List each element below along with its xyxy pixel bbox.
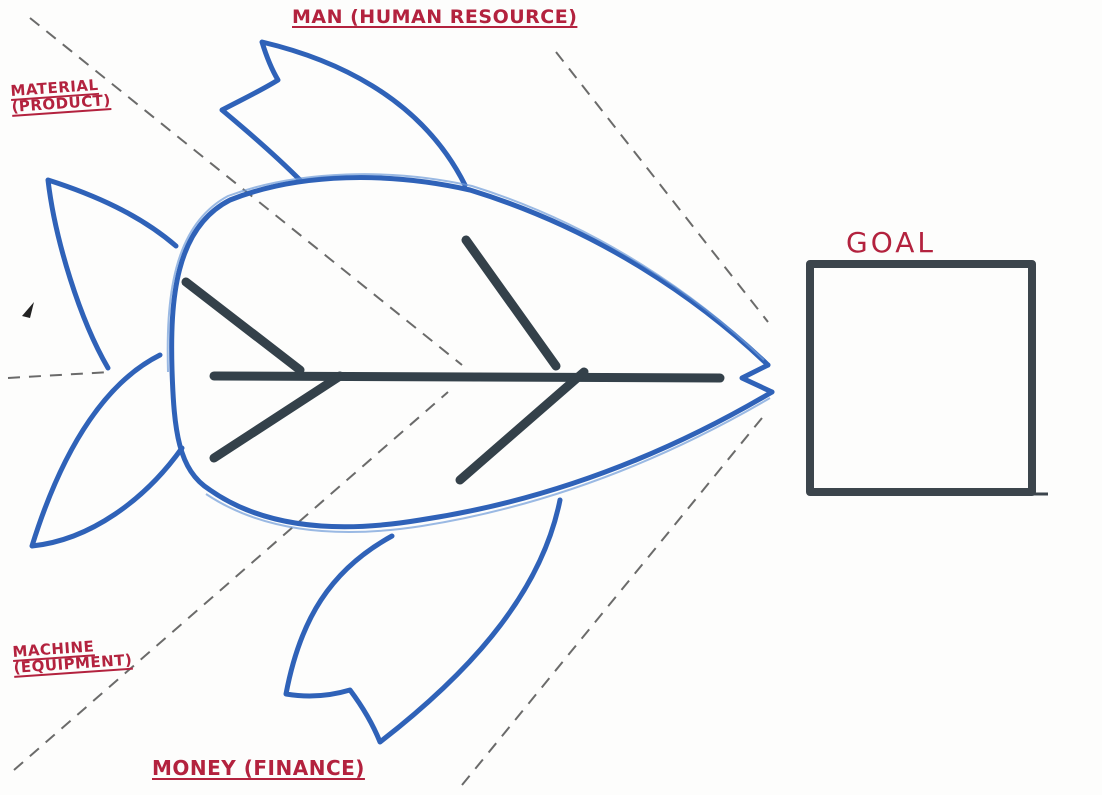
label-goal: GOAL [846,228,936,257]
label-material: MATERIAL (PRODUCT) [10,77,111,115]
spine-bone [214,376,720,378]
bone-lower-right [460,372,584,480]
dashed-guide-lines [8,18,768,785]
pencil-mark [22,302,34,318]
bone-lower-left [214,376,340,458]
fish-outline-sketch [168,174,770,532]
dashed-line-money [462,418,762,785]
fish-bones [186,240,720,480]
fish-mouth [742,365,772,392]
fish-tail-bottom [32,355,182,546]
bone-upper-right [466,240,556,366]
label-man: MAN (HUMAN RESOURCE) [292,8,577,28]
dashed-line-material [30,18,462,365]
label-money: MONEY (FINANCE) [152,758,365,779]
bone-upper-left [186,282,300,370]
goal-box [810,264,1032,492]
fish-tail-top [48,180,176,368]
fish-fin-top [222,42,465,185]
dashed-line-tail [8,372,110,378]
fish-fin-bottom [286,500,560,742]
fish-outline [32,42,772,742]
